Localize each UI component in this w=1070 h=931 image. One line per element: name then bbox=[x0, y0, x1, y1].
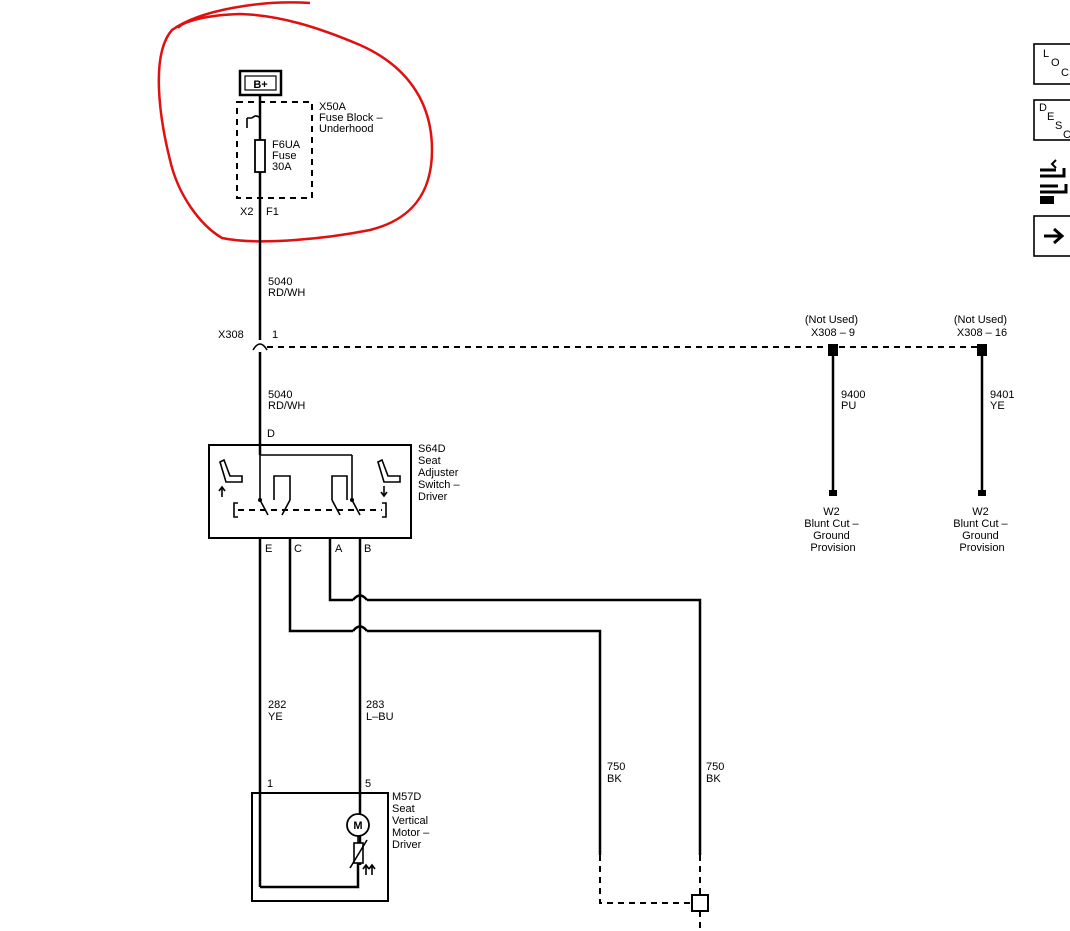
ground-w2-right: W2 Blunt Cut – Ground Provision bbox=[953, 506, 1010, 554]
svg-text:S: S bbox=[1055, 120, 1062, 132]
connector-tool-icon[interactable] bbox=[1040, 159, 1068, 204]
fuse-symbol bbox=[254, 139, 266, 173]
switch-pin-a: A bbox=[335, 543, 343, 555]
wire-750-left-dashed bbox=[599, 855, 692, 904]
wire-750-left-label: 750 BK bbox=[607, 761, 628, 785]
side-nav: L O C D E S C bbox=[1033, 43, 1070, 257]
seat-vertical-motor-m57d: 1 5 M M57D Seat Vertical Motor – Driver bbox=[251, 778, 432, 902]
wire-283-label: 283 L–BU bbox=[366, 699, 394, 723]
x308-pin9-label: (Not Used) X308 – 9 bbox=[805, 314, 861, 339]
fuse-pin-x2: X2 bbox=[240, 206, 253, 218]
arrow-right-icon[interactable] bbox=[1033, 215, 1070, 257]
switch-pin-c: C bbox=[294, 543, 302, 555]
fuse-pin-f1: F1 bbox=[266, 206, 279, 218]
motor-pin-5: 5 bbox=[365, 778, 371, 790]
power-source-b-plus: B+ bbox=[238, 69, 283, 97]
fuse-block-x50a: X50A Fuse Block – Underhood F6UA Fuse 30… bbox=[236, 95, 386, 218]
splice-symbol bbox=[691, 894, 709, 912]
wire-282-label: 282 YE bbox=[268, 699, 289, 723]
svg-text:C: C bbox=[1061, 67, 1069, 79]
x308-pin16-label: (Not Used) X308 – 16 bbox=[954, 314, 1010, 339]
svg-text:C: C bbox=[1063, 129, 1070, 141]
wire-9400-label: 9400 PU bbox=[841, 389, 869, 412]
svg-text:E: E bbox=[1047, 111, 1054, 123]
svg-text:L: L bbox=[1043, 48, 1049, 60]
connector-x308-name: X308 bbox=[218, 329, 244, 341]
seat-up-icon bbox=[218, 458, 243, 497]
loc-button[interactable]: L O C bbox=[1033, 43, 1070, 85]
wire-c-route bbox=[288, 538, 602, 855]
connector-x308: X308 1 bbox=[218, 329, 987, 356]
switch-pin-b: B bbox=[364, 543, 371, 555]
ground-w2-left: W2 Blunt Cut – Ground Provision bbox=[804, 506, 861, 554]
desc-button[interactable]: D E S C bbox=[1033, 99, 1070, 141]
switch-name: S64D Seat Adjuster Switch – Driver bbox=[418, 443, 463, 503]
svg-text:M: M bbox=[353, 820, 362, 832]
fuse-block-name: X50A Fuse Block – Underhood bbox=[319, 101, 386, 135]
red-annotation-circle bbox=[157, 1, 434, 243]
wire-5040-lower-label: 5040 RD/WH bbox=[268, 389, 305, 412]
connector-x308-pin: 1 bbox=[272, 329, 278, 341]
wire-a-route bbox=[328, 538, 702, 855]
svg-text:D: D bbox=[1039, 102, 1047, 114]
wire-750-right-label: 750 BK bbox=[706, 761, 727, 785]
wire-5040-upper-label: 5040 RD/WH bbox=[268, 276, 305, 299]
fuse-label: F6UA Fuse 30A bbox=[272, 139, 303, 173]
motor-name: M57D Seat Vertical Motor – Driver bbox=[392, 791, 432, 851]
svg-text:O: O bbox=[1051, 57, 1060, 69]
switch-pin-e: E bbox=[265, 543, 272, 555]
wire-9401-label: 9401 YE bbox=[990, 389, 1018, 412]
seat-down-icon bbox=[377, 458, 401, 498]
switch-pin-d: D bbox=[267, 428, 275, 440]
motor-pin-1: 1 bbox=[267, 778, 273, 790]
seat-adjuster-switch-s64d: D S64D Seat Adjuster bbox=[208, 428, 463, 555]
power-label: B+ bbox=[253, 79, 267, 91]
